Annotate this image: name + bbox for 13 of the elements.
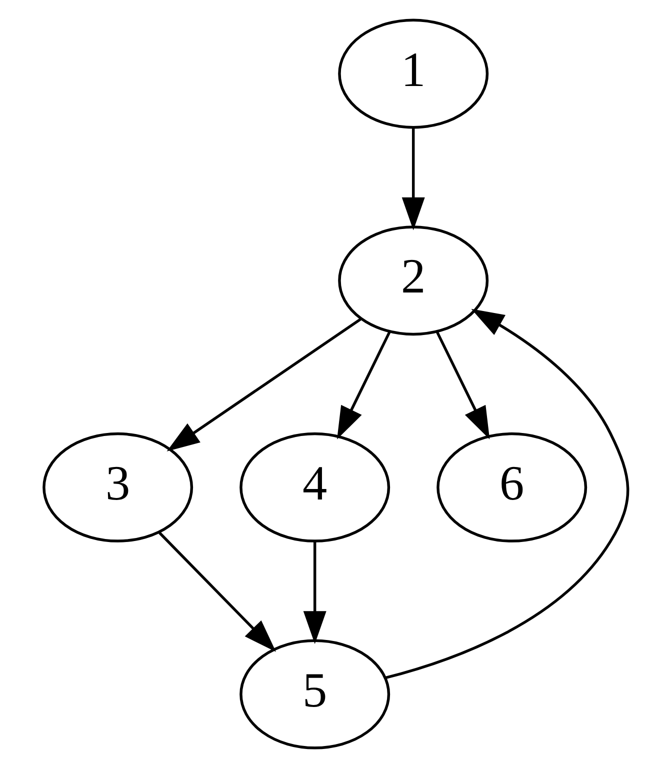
arrow	[336, 331, 390, 440]
node-ellipse: 6	[436, 432, 587, 542]
node-ellipse: 3	[42, 432, 193, 542]
arrow	[166, 318, 361, 452]
arrow	[158, 532, 276, 652]
arrow	[435, 331, 490, 440]
arrow	[401, 128, 424, 230]
node-ellipse: 5	[239, 639, 390, 750]
arrow	[384, 308, 629, 680]
node-ellipse: 2	[338, 226, 488, 336]
arrow	[302, 542, 326, 644]
node-ellipse: 4	[239, 432, 390, 542]
node-ellipse: 1	[338, 18, 488, 129]
